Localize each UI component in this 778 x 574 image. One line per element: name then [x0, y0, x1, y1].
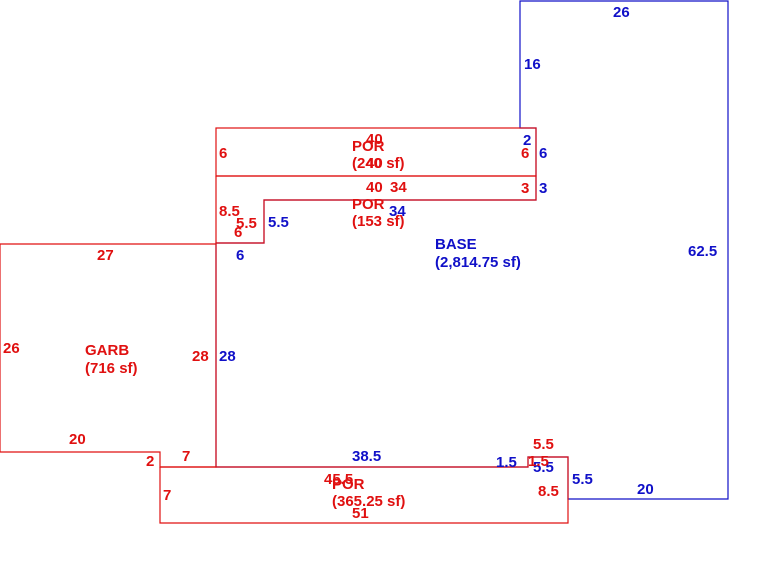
garb-area-label: (716 sf) — [85, 360, 138, 377]
dim-label: 28 — [219, 348, 236, 365]
dim-label: 45.5 — [324, 471, 353, 488]
dim-label: 27 — [97, 247, 114, 264]
dim-label: 40 — [366, 179, 383, 196]
base-name-label: BASE — [435, 236, 477, 253]
por-top-area-label: (240 sf) — [352, 155, 405, 172]
dim-label: 6 — [219, 145, 227, 162]
dim-label: 5.5 — [236, 215, 257, 232]
dim-label: 8.5 — [538, 483, 559, 500]
dim-label: 26 — [613, 4, 630, 21]
dim-label: 6 — [234, 224, 242, 241]
dim-label: 5.5 — [533, 436, 554, 453]
por-mid-area-label: (153 sf) — [352, 213, 405, 230]
por-bottom-area-label: (365.25 sf) — [332, 493, 405, 510]
garb-name-label: GARB — [85, 342, 129, 359]
dim-label: 1.5 — [528, 453, 549, 470]
dim-label: 6 — [521, 145, 529, 162]
dim-label: 38.5 — [352, 448, 381, 465]
dim-label: 20 — [69, 431, 86, 448]
dim-label: 40 — [366, 155, 383, 172]
base-area-label: (2,814.75 sf) — [435, 254, 521, 271]
dim-label: 2 — [146, 453, 154, 470]
dim-label: 16 — [524, 56, 541, 73]
dim-label: 5.5 — [268, 214, 289, 231]
dim-label: 28 — [192, 348, 209, 365]
dim-label: 62.5 — [688, 243, 717, 260]
dim-label: 20 — [637, 481, 654, 498]
por-top-name-label: POR — [352, 138, 385, 155]
por-bottom-outline — [159, 456, 569, 524]
dim-label: 51 — [352, 505, 369, 522]
dim-label: 8.5 — [219, 203, 240, 220]
dim-label: 40 — [366, 131, 383, 148]
por-mid-outline — [215, 175, 537, 244]
dim-label: 7 — [163, 487, 171, 504]
dim-label: 2 — [523, 132, 531, 149]
dim-label: 26 — [3, 340, 20, 357]
por-bottom-name-label: POR — [332, 476, 365, 493]
dim-label: 6 — [236, 247, 244, 264]
dim-label: 1.5 — [496, 454, 517, 471]
dim-label: 34 — [390, 179, 407, 196]
por-mid-name-label: POR — [352, 196, 385, 213]
dim-label: 5.5 — [533, 459, 554, 476]
dim-label: 5.5 — [572, 471, 593, 488]
dim-label: 6 — [539, 145, 547, 162]
dim-label: 34 — [389, 203, 406, 220]
dim-label: 3 — [521, 180, 529, 197]
dim-label: 3 — [539, 180, 547, 197]
dim-label: 7 — [182, 448, 190, 465]
